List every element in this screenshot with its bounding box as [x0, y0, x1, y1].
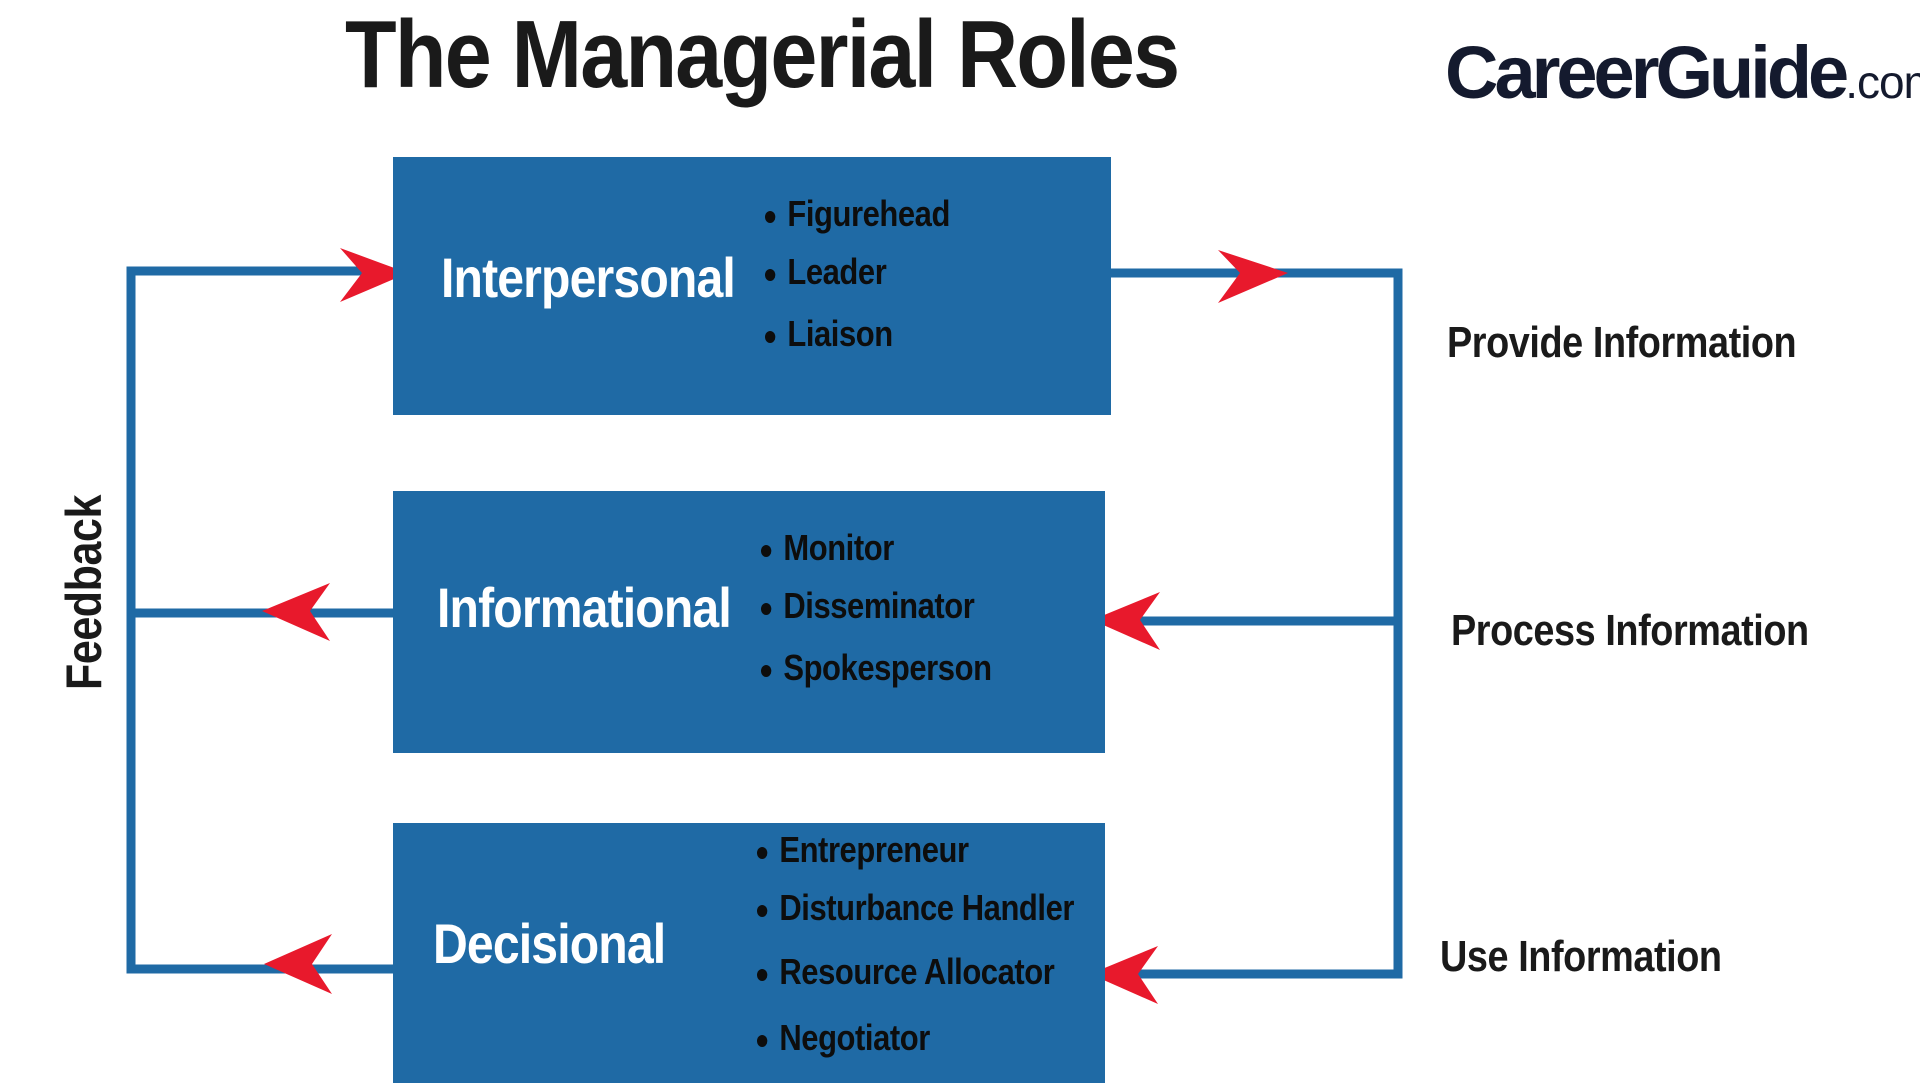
- label-process-information: Process Information: [1451, 606, 1809, 655]
- role-item-disturbance-handler: Disturbance Handler: [757, 887, 1074, 951]
- role-title-interpersonal: Interpersonal: [441, 246, 736, 309]
- arrowhead-provide-information: [1218, 250, 1288, 303]
- role-item-monitor: Monitor: [761, 527, 992, 585]
- role-item-figurehead: Figurehead: [765, 193, 950, 251]
- label-use-information: Use Information: [1440, 932, 1722, 981]
- role-item-spokesperson: Spokesperson: [761, 647, 992, 705]
- diagram-title: The Managerial Roles: [345, 1, 1180, 108]
- role-list-interpersonal: Figurehead Leader Liaison: [765, 193, 980, 371]
- role-item-liaison: Liaison: [765, 313, 950, 371]
- arrowhead-informational-feedback: [262, 583, 330, 641]
- role-title-informational: Informational: [437, 576, 732, 639]
- arrowhead-into-interpersonal: [340, 248, 408, 302]
- logo-suffix: .com: [1845, 56, 1920, 108]
- role-box-informational: Informational Monitor Disseminator Spoke…: [393, 491, 1105, 753]
- feedback-label: Feedback: [56, 495, 112, 690]
- arrowhead-use-information: [1090, 946, 1158, 1004]
- label-provide-information: Provide Information: [1447, 318, 1797, 367]
- logo-wordmark: CareerGuide: [1445, 31, 1849, 114]
- role-item-disseminator: Disseminator: [761, 585, 992, 647]
- role-list-informational: Monitor Disseminator Spokesperson: [761, 527, 1029, 705]
- careerguide-logo: CareerGuide.com: [1445, 30, 1920, 115]
- role-item-negotiator: Negotiator: [757, 1017, 1074, 1075]
- role-item-leader: Leader: [765, 251, 950, 313]
- feedback-loop-line: [126, 266, 395, 974]
- arrowhead-process-information: [1092, 592, 1160, 650]
- role-title-decisional: Decisional: [433, 912, 666, 975]
- role-box-interpersonal: Interpersonal Figurehead Leader Liaison: [393, 157, 1111, 415]
- role-list-decisional: Entrepreneur Disturbance Handler Resourc…: [757, 829, 1126, 1075]
- arrowhead-decisional-feedback: [264, 934, 332, 994]
- role-item-entrepreneur: Entrepreneur: [757, 829, 1074, 887]
- role-item-resource-allocator: Resource Allocator: [757, 951, 1074, 1017]
- role-box-decisional: Decisional Entrepreneur Disturbance Hand…: [393, 823, 1105, 1083]
